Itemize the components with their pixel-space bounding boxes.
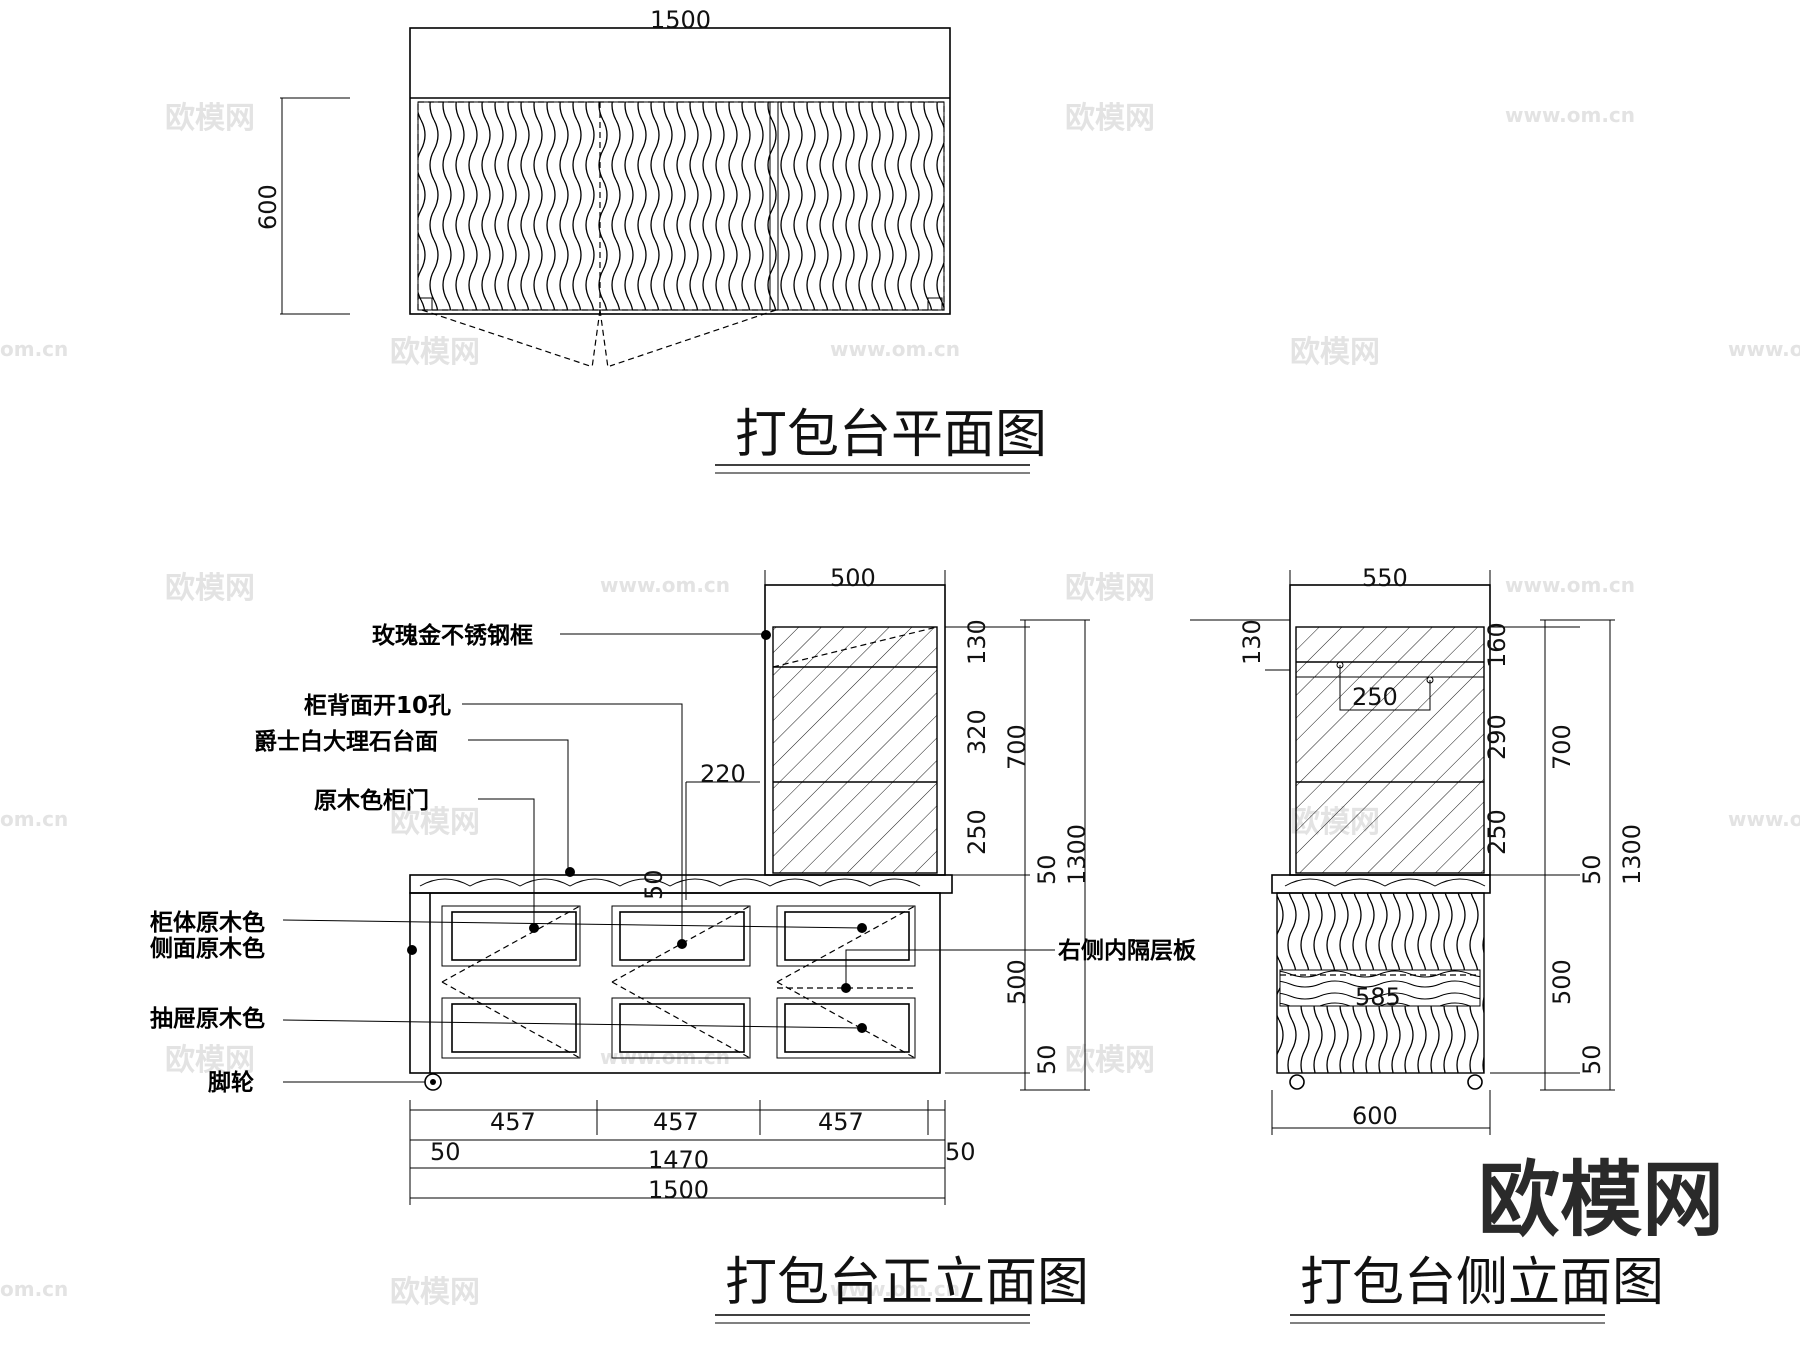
plan-view: 600 1500 打包台平面图 (254, 6, 1047, 474)
side-dim-inner585: 585 (1355, 983, 1401, 1011)
front-dim-col3: 457 (818, 1108, 864, 1136)
plan-title: 打包台平面图 (735, 405, 1047, 465)
front-dim-small50: 50 (640, 869, 668, 900)
front-dim-h50a: 50 (1033, 854, 1061, 885)
watermark-url: www.om.cn (1728, 337, 1800, 361)
side-dim-h700: 700 (1548, 724, 1576, 770)
label-inner-shelf: 右侧内隔层板 (1058, 937, 1197, 964)
label-rose-gold-frame: 玫瑰金不锈钢框 (372, 622, 533, 649)
front-dim-col2: 457 (653, 1108, 699, 1136)
brand-logo: 欧模网 (1478, 1153, 1724, 1248)
side-dim-bottom600: 600 (1352, 1102, 1398, 1130)
front-dim-h130: 130 (963, 619, 991, 665)
plan-depth-dim: 600 (254, 184, 282, 230)
watermark-brand: 欧模网 (390, 335, 480, 370)
watermark-brand: 欧模网 (390, 1275, 480, 1310)
side-title: 打包台侧立面图 (1300, 1253, 1664, 1313)
front-dim-overall: 1500 (648, 1176, 709, 1204)
watermark-brand: 欧模网 (390, 805, 480, 840)
front-elevation: 玫瑰金不锈钢框 柜背面开10孔 爵士白大理石台面 原木色柜门 柜体原木色 侧面原… (150, 564, 1197, 1324)
side-dim-top-width: 550 (1362, 564, 1408, 592)
side-dim-h250: 250 (1483, 809, 1511, 855)
front-dim-h50b: 50 (1033, 1044, 1061, 1075)
side-dim-inner250: 250 (1352, 683, 1398, 711)
side-dim-h130: 130 (1238, 619, 1266, 665)
watermark-url: www.om.cn (1728, 807, 1800, 831)
label-side-wood: 侧面原木色 (150, 935, 265, 962)
watermark-url: om.cn (0, 337, 68, 361)
front-dim-h320: 320 (963, 709, 991, 755)
watermark-layer: 欧模网 欧模网 www.om.cn om.cn 欧模网 www.om.cn 欧模… (0, 101, 1800, 1310)
front-dim-offset: 220 (700, 760, 746, 788)
watermark-url: www.om.cn (830, 1277, 960, 1301)
side-dim-h160: 160 (1483, 622, 1511, 668)
side-dim-h500: 500 (1548, 959, 1576, 1005)
front-dim-h1300: 1300 (1063, 824, 1091, 885)
watermark-url: www.om.cn (1505, 103, 1635, 127)
side-dim-h1300: 1300 (1618, 824, 1646, 885)
watermark-url: www.om.cn (830, 337, 960, 361)
front-dim-top-width: 500 (830, 564, 876, 592)
watermark-brand: 欧模网 (1065, 1043, 1155, 1078)
watermark-url: www.om.cn (1505, 573, 1635, 597)
front-dim-inner: 1470 (648, 1146, 709, 1174)
label-drawer-wood: 抽屉原木色 (150, 1005, 265, 1032)
front-dim-right50: 50 (945, 1138, 976, 1166)
label-caster: 脚轮 (208, 1069, 254, 1096)
plan-width-dim: 1500 (650, 6, 711, 34)
label-door-wood: 原木色柜门 (314, 787, 429, 814)
watermark-url: om.cn (0, 807, 68, 831)
side-elevation: 550 130 250 160 290 250 700 50 1300 500 … (1190, 564, 1664, 1324)
watermark-brand: 欧模网 (165, 1043, 255, 1078)
side-dim-h290: 290 (1483, 714, 1511, 760)
front-dim-h700: 700 (1003, 724, 1031, 770)
side-dim-h50a: 50 (1578, 854, 1606, 885)
watermark-brand: 欧模网 (165, 101, 255, 136)
watermark-url: www.om.cn (600, 573, 730, 597)
watermark-brand: 欧模网 (1290, 335, 1380, 370)
front-dim-left50: 50 (430, 1138, 461, 1166)
front-dim-col1: 457 (490, 1108, 536, 1136)
watermark-url: om.cn (0, 1277, 68, 1301)
watermark-brand: 欧模网 (1065, 101, 1155, 136)
watermark-url: www.om.cn (600, 1045, 730, 1069)
watermark-brand: 欧模网 (165, 571, 255, 606)
label-body-wood: 柜体原木色 (150, 909, 265, 936)
label-marble-top: 爵士白大理石台面 (254, 728, 438, 755)
front-title: 打包台正立面图 (725, 1253, 1089, 1313)
label-back-holes: 柜背面开10孔 (304, 693, 451, 719)
front-dim-h250: 250 (963, 809, 991, 855)
side-dim-h50b: 50 (1578, 1044, 1606, 1075)
front-dim-h500: 500 (1003, 959, 1031, 1005)
watermark-brand: 欧模网 (1065, 571, 1155, 606)
